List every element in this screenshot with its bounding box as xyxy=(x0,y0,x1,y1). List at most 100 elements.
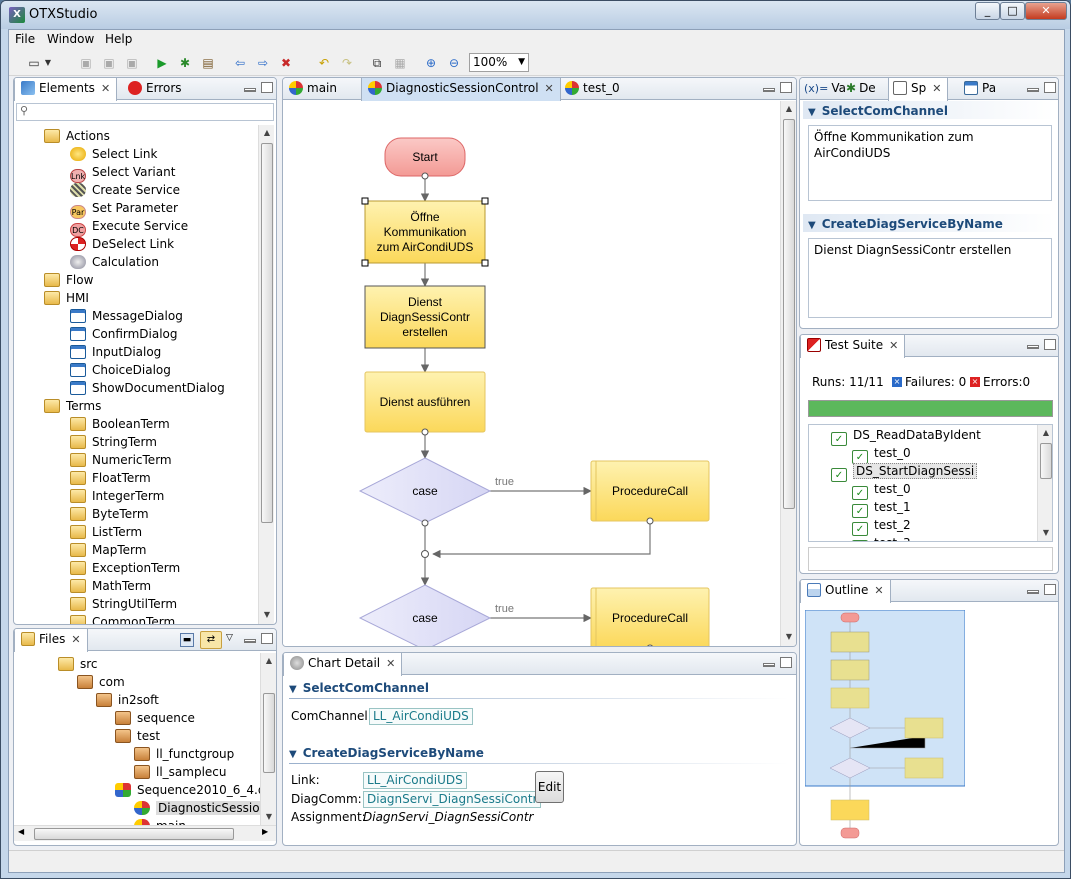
elements-item[interactable]: ShowDocumentDialog xyxy=(70,379,225,397)
close-window-button[interactable]: ✕ xyxy=(1025,2,1067,20)
tab-outline[interactable]: Outline✕ xyxy=(800,580,891,603)
minimize-panel-button[interactable] xyxy=(763,663,775,667)
elements-item[interactable]: DeSelect Link xyxy=(70,235,174,253)
minimize-panel-button[interactable] xyxy=(244,88,256,92)
tab-chart-detail[interactable]: Chart Detail✕ xyxy=(283,653,402,676)
scroll-down-icon[interactable]: ▼ xyxy=(261,809,277,825)
minimize-panel-button[interactable] xyxy=(763,88,775,92)
elements-item[interactable]: FloatTerm xyxy=(70,469,151,487)
files-item[interactable]: DiagnosticSessionC xyxy=(134,799,260,817)
elements-item[interactable]: HMI xyxy=(44,289,89,307)
minimize-panel-button[interactable] xyxy=(1027,88,1039,92)
copy-icon[interactable]: ⧉ xyxy=(368,54,386,72)
files-item[interactable]: com xyxy=(77,673,125,691)
tab-diagnostic-session-control[interactable]: DiagnosticSessionControl✕ xyxy=(361,78,561,101)
scroll-up-icon[interactable]: ▲ xyxy=(781,101,797,117)
elements-item[interactable]: IntegerTerm xyxy=(70,487,164,505)
test-suite-item[interactable]: ✓test_3 xyxy=(852,534,911,542)
close-icon[interactable]: ✕ xyxy=(386,657,395,670)
link-value[interactable]: LL_AirCondiUDS xyxy=(363,772,467,789)
files-vscrollbar[interactable]: ▲ ▼ xyxy=(260,653,276,825)
elements-scrollbar[interactable]: ▲ ▼ xyxy=(258,125,274,625)
maximize-panel-button[interactable] xyxy=(1044,584,1056,595)
zoom-out-icon[interactable]: ⊖ xyxy=(445,54,463,72)
files-item[interactable]: ll_samplecu xyxy=(134,763,227,781)
tab-elements[interactable]: Elements✕ xyxy=(14,78,117,101)
elements-item[interactable]: MapTerm xyxy=(70,541,146,559)
scroll-thumb[interactable] xyxy=(261,143,273,523)
scroll-down-icon[interactable]: ▼ xyxy=(259,607,275,623)
elements-item[interactable]: CommonTerm xyxy=(70,613,175,625)
elements-item[interactable]: BooleanTerm xyxy=(70,415,170,433)
close-icon[interactable]: ✕ xyxy=(545,82,554,95)
files-item[interactable]: ll_functgroup xyxy=(134,745,234,763)
minimize-panel-button[interactable] xyxy=(1027,590,1039,594)
back-icon[interactable]: ⇦ xyxy=(231,54,249,72)
close-icon[interactable]: ✕ xyxy=(874,584,883,597)
close-icon[interactable]: ✕ xyxy=(71,633,80,646)
spec-select-com-channel-text[interactable]: Öffne Kommunikation zum AirCondiUDS xyxy=(808,125,1052,201)
menu-window[interactable]: Window xyxy=(47,32,94,46)
test-tree-scrollbar[interactable]: ▲ ▼ xyxy=(1037,425,1053,541)
test-suite-item[interactable]: ✓test_0 xyxy=(852,444,911,462)
element-search-input[interactable]: ⚲ xyxy=(16,103,274,121)
new-dropdown-icon[interactable]: ▼ xyxy=(43,54,53,72)
elements-item[interactable]: Terms xyxy=(44,397,101,415)
maximize-panel-button[interactable] xyxy=(1044,339,1056,350)
tab-parameters[interactable]: Pa xyxy=(960,78,1002,100)
minimize-window-button[interactable]: _ xyxy=(975,2,1000,20)
save-all-icon[interactable]: ▣ xyxy=(123,54,141,72)
edit-button[interactable]: Edit xyxy=(535,771,564,803)
elements-item[interactable]: ConfirmDialog xyxy=(70,325,178,343)
maximize-panel-button[interactable] xyxy=(780,82,792,93)
build-icon[interactable]: ▤ xyxy=(199,54,217,72)
scroll-left-icon[interactable]: ◀ xyxy=(18,827,24,836)
scroll-right-icon[interactable]: ▶ xyxy=(262,827,268,836)
scroll-thumb[interactable] xyxy=(34,828,234,840)
tab-debug[interactable]: ✱De xyxy=(842,78,882,100)
maximize-panel-button[interactable] xyxy=(780,657,792,668)
close-icon[interactable]: ✕ xyxy=(932,82,941,95)
delete-icon[interactable]: ✖ xyxy=(277,54,295,72)
close-icon[interactable]: ✕ xyxy=(101,82,110,95)
tab-files[interactable]: Files✕ xyxy=(14,629,88,652)
minimize-panel-button[interactable] xyxy=(244,639,256,643)
run-icon[interactable]: ▶ xyxy=(153,54,171,72)
undo-icon[interactable]: ↶ xyxy=(315,54,333,72)
redo-icon[interactable]: ↷ xyxy=(338,54,356,72)
tab-main[interactable]: main xyxy=(283,78,343,100)
new-icon[interactable]: ▭ xyxy=(25,54,43,72)
elements-item[interactable]: InputDialog xyxy=(70,343,161,361)
tab-specification[interactable]: Sp✕ xyxy=(888,78,948,101)
elements-item[interactable]: ByteTerm xyxy=(70,505,149,523)
spec-create-diag-service-header[interactable]: ▼CreateDiagServiceByName xyxy=(808,217,1003,231)
maximize-panel-button[interactable] xyxy=(261,82,273,93)
test-suite-item[interactable]: ✓test_0 xyxy=(852,480,911,498)
menu-file[interactable]: File xyxy=(15,32,35,46)
files-item[interactable]: main xyxy=(134,817,186,825)
elements-item[interactable]: Flow xyxy=(44,271,93,289)
menu-help[interactable]: Help xyxy=(105,32,132,46)
maximize-window-button[interactable]: □ xyxy=(1000,2,1025,20)
elements-item[interactable]: StringTerm xyxy=(70,433,157,451)
elements-item[interactable]: NumericTerm xyxy=(70,451,172,469)
tab-test-0[interactable]: test_0 xyxy=(559,78,626,100)
elements-item[interactable]: MessageDialog xyxy=(70,307,183,325)
elements-item[interactable]: ExceptionTerm xyxy=(70,559,180,577)
elements-item[interactable]: Create Service xyxy=(70,181,180,199)
scroll-down-icon[interactable]: ▼ xyxy=(781,629,797,645)
spec-select-com-channel-header[interactable]: ▼SelectComChannel xyxy=(808,104,948,118)
zoom-in-icon[interactable]: ⊕ xyxy=(422,54,440,72)
paste-icon[interactable]: ▦ xyxy=(391,54,409,72)
elements-item[interactable]: MathTerm xyxy=(70,577,151,595)
close-icon[interactable]: ✕ xyxy=(889,339,898,352)
minimize-panel-button[interactable] xyxy=(1027,345,1039,349)
elements-item[interactable]: Calculation xyxy=(70,253,159,271)
zoom-select[interactable]: 100%▼ xyxy=(469,53,529,72)
scroll-down-icon[interactable]: ▼ xyxy=(1038,525,1053,541)
comchannel-link[interactable]: LL_AirCondiUDS xyxy=(369,708,473,725)
scroll-thumb[interactable] xyxy=(263,693,275,773)
files-item[interactable]: test xyxy=(115,727,160,745)
elements-item[interactable]: Select Link xyxy=(70,145,157,163)
test-suite-item[interactable]: ✓DS_StartDiagnSessi xyxy=(831,462,977,480)
